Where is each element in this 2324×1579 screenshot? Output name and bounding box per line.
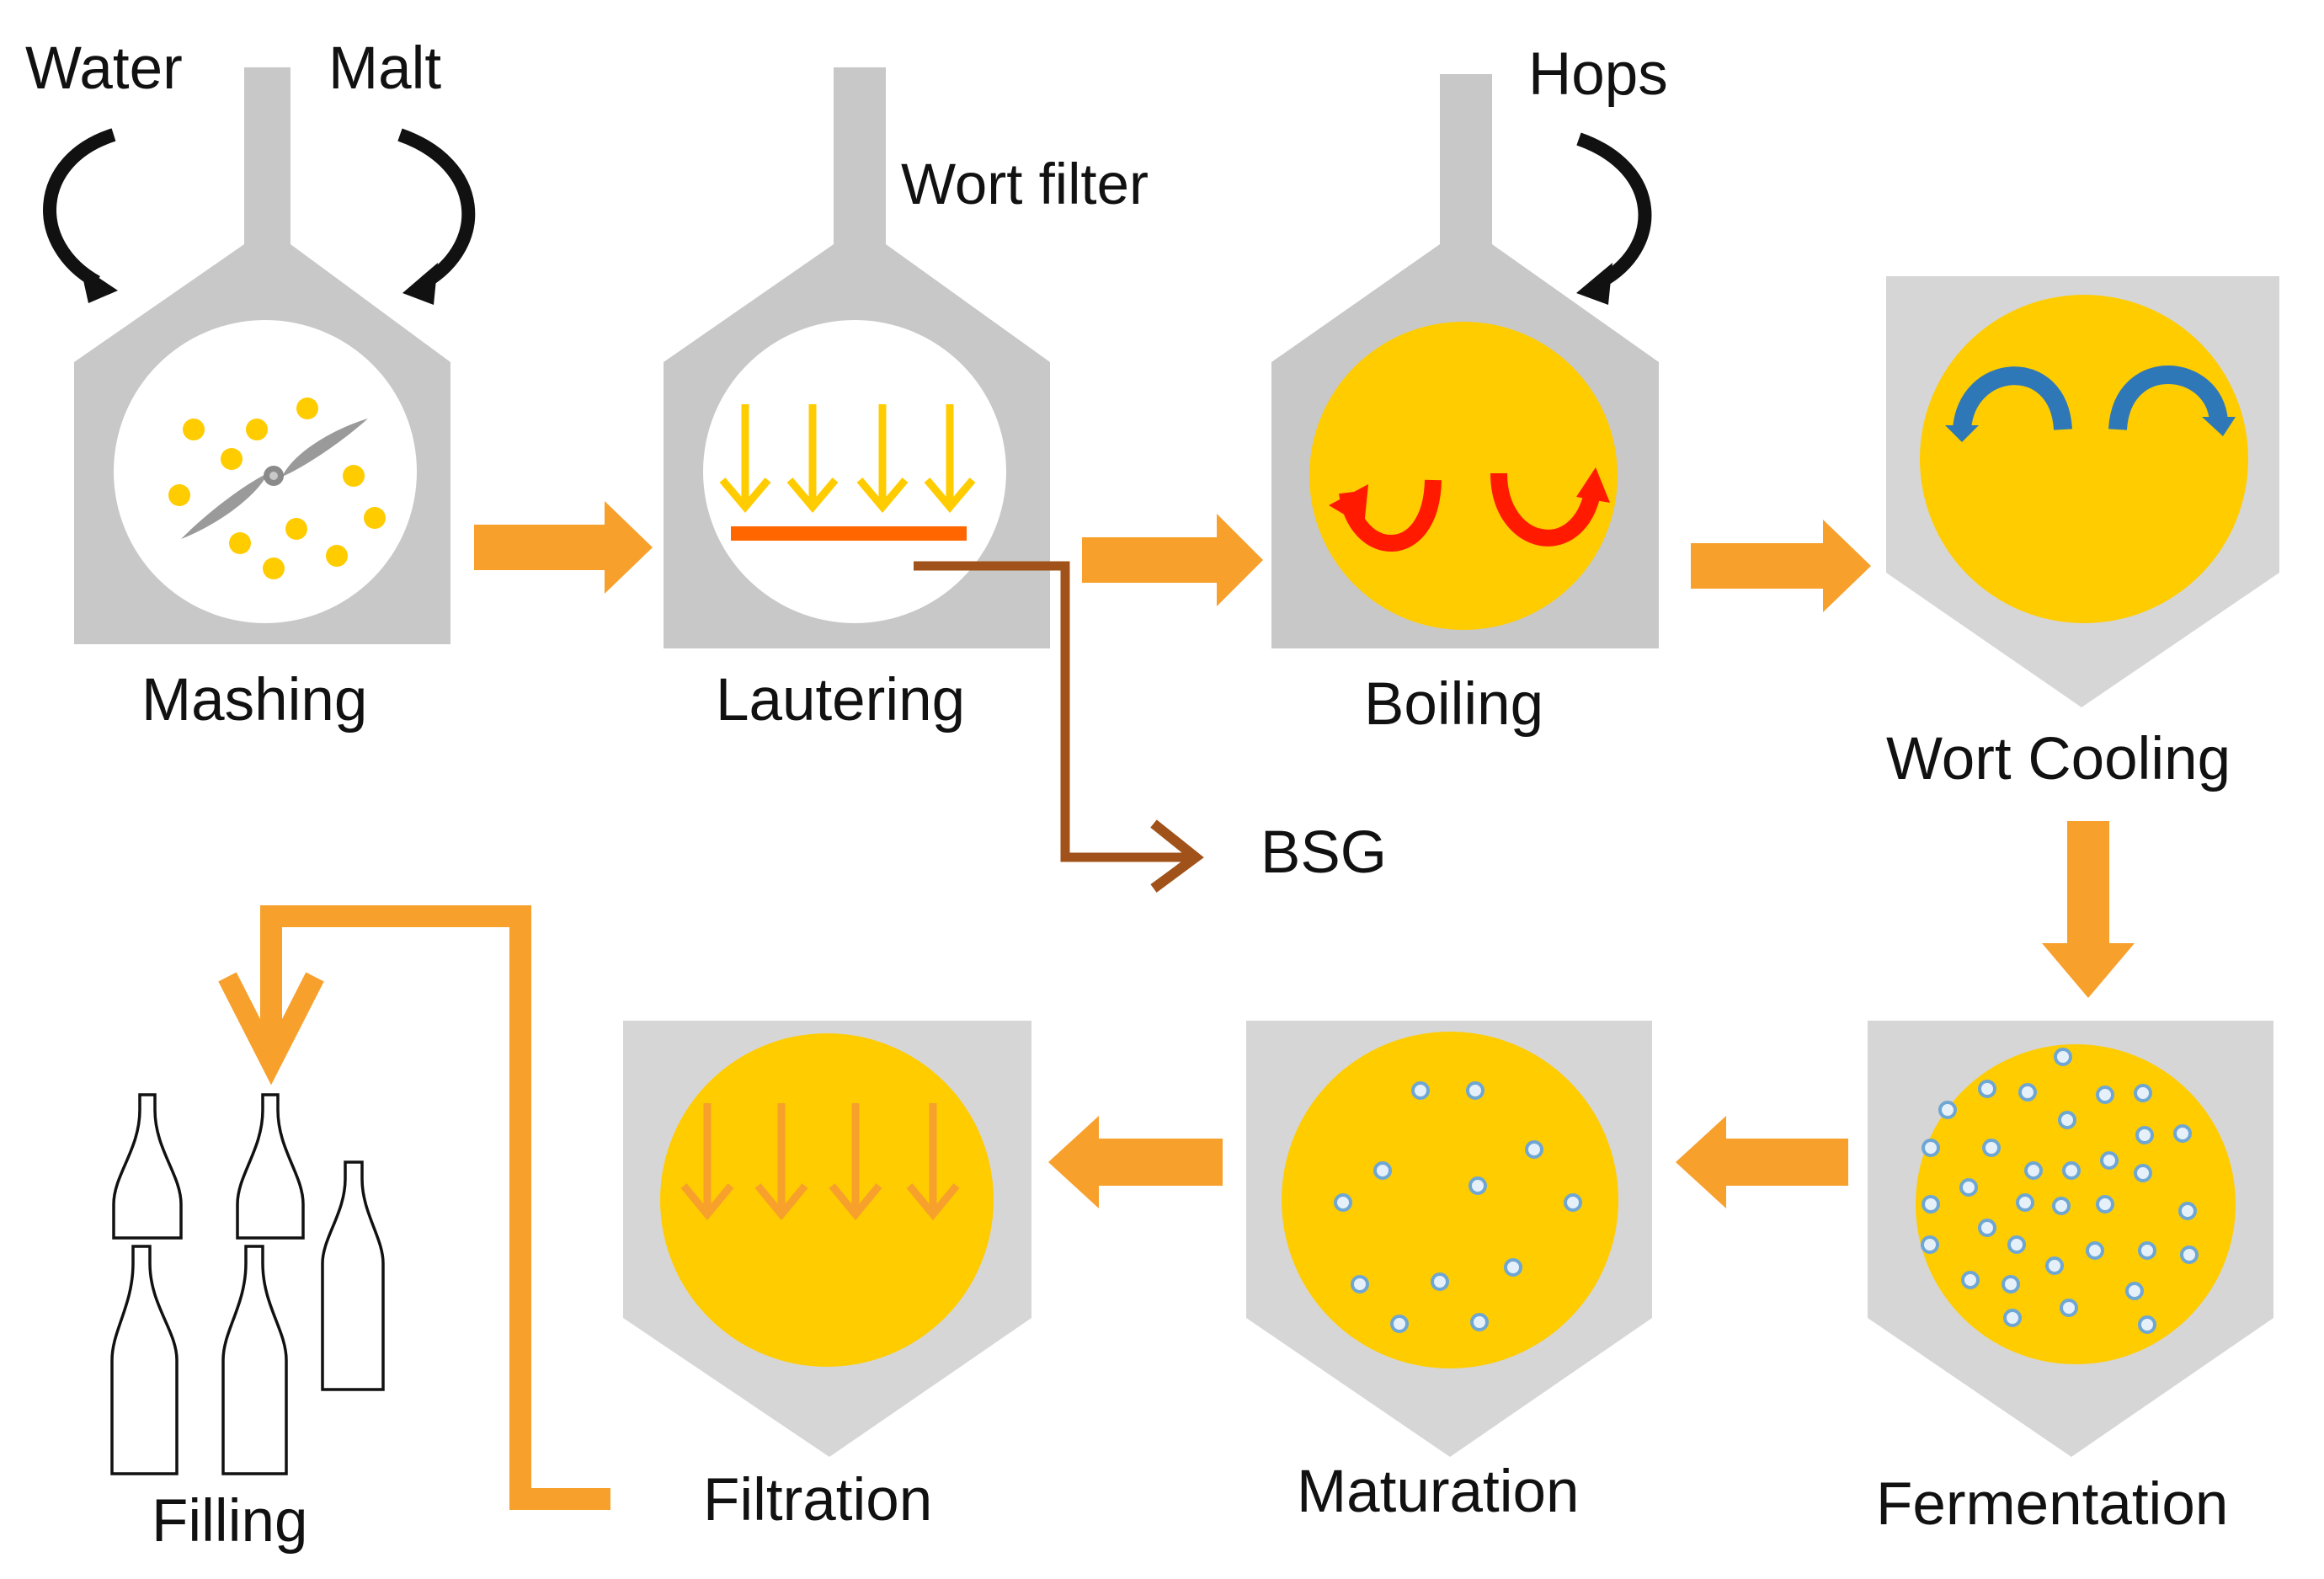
bottle-icon	[221, 1245, 288, 1475]
maturation-vessel	[1246, 1021, 1652, 1457]
step-label-lautering: Lautering	[716, 667, 965, 733]
bottle-group	[110, 1093, 385, 1475]
input-label-water: Water	[25, 35, 183, 102]
maturation-bubbles	[1334, 1081, 1582, 1333]
flow-arrow-cooling-to-fermentation	[2042, 821, 2135, 998]
curved-arrow-icon	[397, 128, 476, 288]
bsg-outflow-arrow	[914, 561, 1204, 893]
flow-arrow-boiling-to-cooling	[1691, 520, 1871, 612]
flow-arrow-filtration-to-filling	[218, 905, 610, 1510]
lautering-vessel	[664, 67, 1050, 648]
input-label-malt: Malt	[328, 35, 441, 102]
boiling-vessel	[1271, 74, 1659, 648]
bottle-icon	[112, 1093, 183, 1240]
filtration-vessel	[623, 1021, 1031, 1457]
cooling-circulation-arrows	[1945, 365, 2236, 442]
annotation-wort-filter: Wort filter	[901, 152, 1149, 216]
flow-arrows	[474, 501, 2135, 1208]
hops-input-arrow	[1576, 132, 1652, 305]
step-label-wort-cooling: Wort Cooling	[1886, 726, 2231, 792]
bottle-icon	[321, 1160, 385, 1391]
flow-arrow-lautering-to-boiling	[1082, 514, 1263, 606]
step-label-filtration: Filtration	[703, 1467, 932, 1534]
fermentation-bubbles	[1921, 1048, 2199, 1334]
step-label-boiling: Boiling	[1364, 671, 1543, 738]
malt-input-arrow	[397, 128, 476, 305]
lautering-down-arrows	[719, 404, 976, 513]
input-label-hops: Hops	[1528, 41, 1668, 108]
flow-arrow-fermentation-to-maturation	[1676, 1116, 1848, 1208]
water-input-arrow	[43, 128, 118, 303]
fermentation-vessel	[1868, 1021, 2273, 1457]
step-label-filling: Filling	[152, 1488, 307, 1555]
step-label-maturation: Maturation	[1297, 1459, 1579, 1525]
bottle-icon	[236, 1093, 305, 1240]
impeller-icon	[181, 419, 368, 539]
mashing-vessel	[74, 67, 450, 644]
bottle-icon	[110, 1245, 179, 1475]
step-label-fermentation: Fermentation	[1876, 1471, 2228, 1538]
filtration-down-arrows	[680, 1103, 960, 1221]
flow-arrow-mashing-to-lautering	[474, 501, 653, 594]
step-label-mashing: Mashing	[141, 667, 367, 733]
filter-bar	[731, 526, 967, 541]
boil-circulation-arrows	[1329, 467, 1610, 552]
flow-arrow-maturation-to-filtration	[1048, 1116, 1223, 1208]
curved-arrow-icon	[1576, 132, 1652, 289]
grain-dots	[168, 397, 386, 579]
wort-cooling-vessel	[1886, 276, 2279, 707]
annotation-bsg: BSG	[1261, 819, 1387, 886]
curved-arrow-icon	[43, 128, 116, 288]
